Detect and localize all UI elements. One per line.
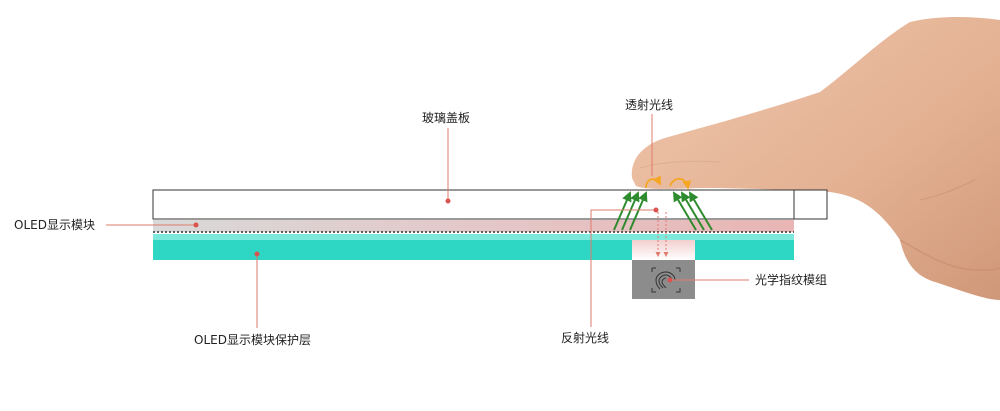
leader-lines — [106, 114, 749, 328]
oled-module-label: OLED显示模块 — [14, 218, 95, 232]
finger-illustration — [631, 16, 1000, 301]
glass-cover-layer — [152, 189, 828, 220]
light-rays-right — [672, 191, 713, 231]
fingerprint-icon — [651, 267, 681, 293]
reflected-light-label: 反射光线 — [561, 331, 610, 345]
sensor-window — [632, 240, 695, 260]
oled-protection-highlight — [153, 234, 794, 240]
oled-module-layer — [153, 220, 794, 232]
light-rays-left — [613, 191, 648, 231]
transmitted-arc-right — [669, 177, 692, 190]
leader-dots — [193, 198, 659, 257]
glass-cover-label: 玻璃盖板 — [422, 111, 471, 125]
transmitted-light-label: 透射光线 — [625, 98, 674, 112]
transmitted-arc-left — [645, 175, 661, 189]
optical-fingerprint-module-label: 光学指纹模组 — [755, 273, 828, 287]
sensor-leader-dot — [667, 277, 673, 283]
oled-protection-label: OLED显示模块保护层 — [194, 333, 311, 347]
